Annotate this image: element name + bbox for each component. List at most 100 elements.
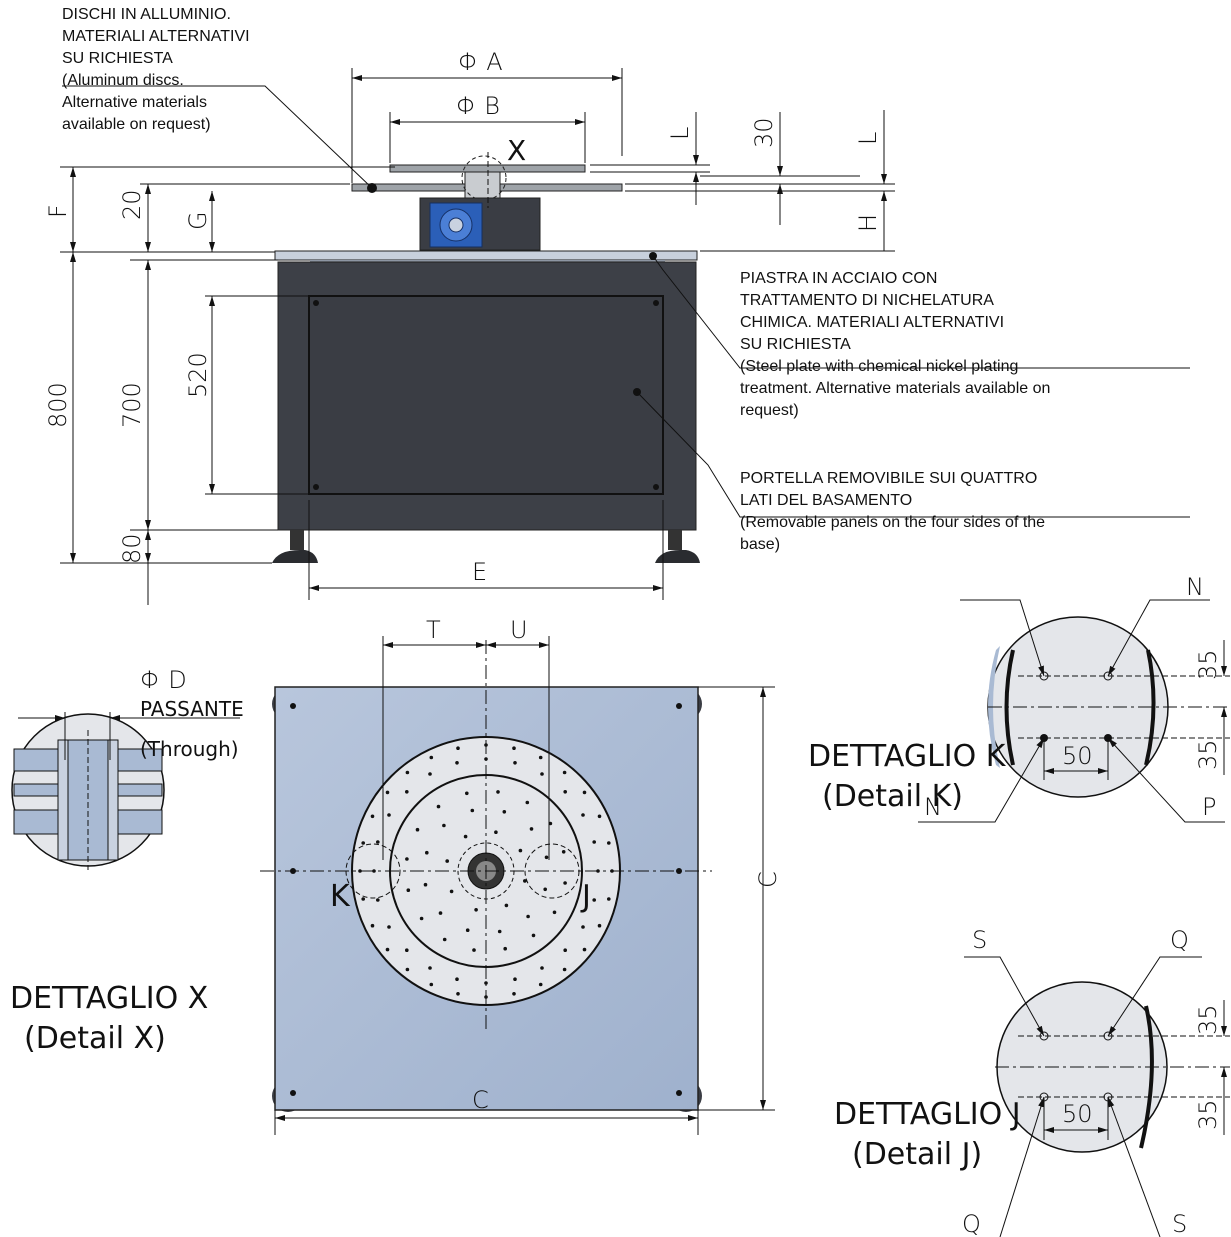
dim-c-horizontal: C	[472, 1086, 489, 1114]
disc-hole	[544, 855, 549, 860]
disc-hole	[449, 889, 454, 894]
disc-hole	[445, 859, 450, 863]
dim-30: 30	[750, 117, 778, 148]
disc-hole	[456, 992, 460, 996]
dim-l-right: L	[854, 132, 882, 145]
detail-x-subtitle: (Detail X)	[24, 1021, 166, 1056]
detail-j-q-top: Q	[1170, 926, 1189, 954]
disc-hole	[540, 772, 544, 776]
detail-k-35b: 35	[1194, 739, 1222, 770]
detail-k-title: DETTAGLIO K	[808, 739, 1007, 774]
top-view-dimensions	[260, 636, 775, 1135]
disc-hole	[494, 830, 498, 834]
disc-hole	[428, 772, 432, 776]
foot-left	[272, 550, 318, 563]
disc-hole	[387, 813, 391, 817]
callout-aluminum-discs: DISCHI IN ALLUMINIO. MATERIALI ALTERNATI…	[62, 4, 250, 136]
detail-k-subtitle: (Detail K)	[822, 779, 963, 814]
disc-hole	[562, 967, 567, 972]
top-view-labels: T U C C K J	[330, 616, 782, 1114]
callout-line: available on request)	[62, 116, 211, 133]
callout-line: MATERIALI ALTERNATIVI	[62, 28, 250, 45]
disc-hole	[385, 790, 390, 795]
disc-hole	[496, 790, 500, 794]
dim-t: T	[426, 616, 441, 644]
detail-j-s-bottom: S	[1172, 1210, 1187, 1237]
disc-hole	[470, 808, 475, 813]
disc-hole	[523, 879, 527, 883]
disc-hole	[592, 898, 596, 902]
disc-hole	[385, 947, 390, 952]
detail-k-n-bottom: N	[924, 793, 942, 821]
detail-x-title: DETTAGLIO X	[10, 981, 208, 1016]
disc-hole	[531, 933, 536, 938]
disc-hole	[513, 977, 517, 981]
disc-hole	[552, 910, 557, 915]
dim-20: 20	[118, 189, 146, 220]
disc-hole	[376, 840, 380, 844]
detail-k: N N P 35 35 50 DETTAGLIO K (Detail K)	[808, 573, 1230, 823]
disc-hole	[561, 850, 566, 854]
disc-hole	[512, 992, 516, 996]
detail-x: Φ D PASSANTE (Through) DETTAGLIO X (Deta…	[10, 666, 244, 1056]
dim-800: 800	[44, 382, 72, 428]
dim-h: H	[854, 214, 882, 232]
dim-520: 520	[184, 352, 212, 398]
disc-hole	[540, 966, 544, 970]
callout-line: treatment. Alternative materials availab…	[740, 380, 1051, 397]
disc-hole	[429, 982, 434, 987]
dim-l-left: L	[666, 127, 694, 140]
removable-panel	[308, 295, 664, 495]
disc-hole	[463, 834, 468, 839]
disc-hole	[582, 947, 587, 952]
disc-hole	[361, 897, 366, 901]
disc-hole	[429, 755, 434, 760]
disc-hole	[581, 813, 585, 817]
detail-j-50: 50	[1062, 1100, 1093, 1128]
disc-hole	[405, 857, 409, 861]
detail-j-35a: 35	[1194, 1004, 1222, 1035]
callout-line: SU RICHIESTA	[62, 50, 173, 67]
disc-hole	[543, 887, 547, 892]
front-dimension-labels: Φ A Φ B X L 30 L H F 20 G 800 700 520 80…	[44, 48, 882, 586]
disc-hole	[442, 823, 446, 828]
callout-line: Alternative materials	[62, 94, 207, 111]
disc-hole	[563, 790, 567, 794]
disc-hole	[538, 755, 543, 760]
dim-e: E	[472, 558, 487, 586]
detail-j-title: DETTAGLIO J	[834, 1097, 1021, 1132]
disc-hole	[423, 882, 428, 887]
disc-hole	[455, 761, 459, 765]
disc-hole	[597, 814, 602, 819]
front-view	[272, 155, 700, 563]
disc-hole	[405, 967, 410, 972]
callout-line: PIASTRA IN ACCIAIO CON	[740, 270, 938, 287]
disc-hole	[455, 977, 459, 981]
detail-j-q-bottom: Q	[962, 1210, 981, 1237]
disc-hole	[405, 770, 410, 775]
foot-right	[655, 550, 700, 563]
disc-hole	[607, 897, 611, 901]
disc-hole	[563, 948, 567, 952]
disc-hole	[415, 827, 420, 832]
callout-line: SU RICHIESTA	[740, 336, 851, 353]
callout-line: (Steel plate with chemical nickel platin…	[740, 358, 1019, 375]
disc-hole	[504, 903, 509, 908]
callout-line: (Removable panels on the four sides of t…	[740, 514, 1046, 531]
disc-hole	[405, 790, 409, 794]
callout-line: TRATTAMENTO DI NICHELATURA	[740, 292, 994, 309]
disc-hole	[502, 810, 507, 814]
detail-x-phi-d: Φ D	[140, 666, 187, 694]
disc-hole	[563, 881, 567, 885]
callout-line: CHIMICA. MATERIALI ALTERNATIVI	[740, 314, 1005, 331]
callout-line: base)	[740, 536, 781, 553]
detail-j-s-top: S	[972, 926, 987, 954]
disc-hole	[503, 946, 508, 951]
dim-phi-b: Φ B	[456, 92, 500, 120]
callout-steel-plate: PIASTRA IN ACCIAIO CON TRATTAMENTO DI NI…	[740, 268, 1050, 422]
disc-hole	[518, 848, 523, 853]
dim-700: 700	[118, 382, 146, 428]
disc-hole	[562, 770, 567, 775]
disc-hole	[406, 888, 411, 892]
